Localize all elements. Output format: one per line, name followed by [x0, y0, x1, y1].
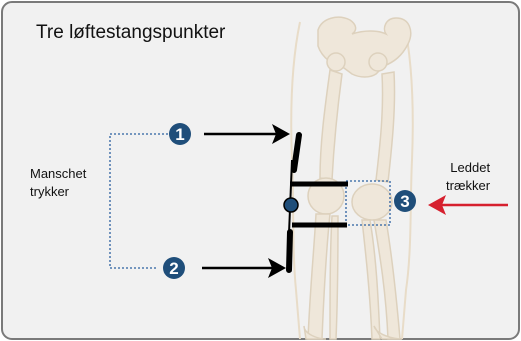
point-3-badge: 3 — [394, 190, 416, 212]
point-2-badge: 2 — [163, 257, 185, 279]
point-2-number: 2 — [169, 259, 178, 278]
orthosis-lower-bar — [289, 232, 290, 270]
orthosis-hinge — [284, 198, 298, 212]
joint-label-line1: Leddet — [446, 159, 490, 177]
point-1-number: 1 — [175, 125, 184, 144]
cuff-label-line2: trykker — [30, 183, 86, 201]
point-3-number: 3 — [400, 192, 409, 211]
point-1-badge: 1 — [169, 123, 191, 145]
diagram-title: Tre løftestangspunkter — [36, 22, 225, 44]
cuff-label: Manschet trykker — [30, 165, 86, 201]
joint-label: Leddet trækker — [446, 159, 490, 195]
cuff-label-line1: Manschet — [30, 165, 86, 183]
joint-label-line2: trækker — [446, 177, 490, 195]
